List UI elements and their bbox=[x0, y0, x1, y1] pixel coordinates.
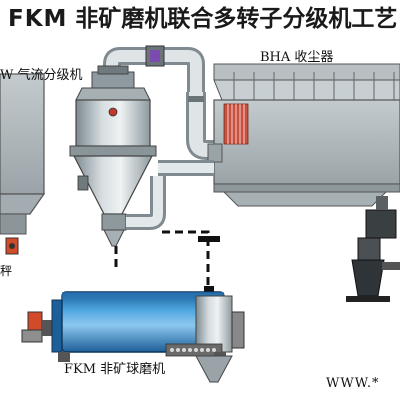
scale-label-fragment: 秤 bbox=[0, 264, 13, 278]
air-classifier bbox=[69, 65, 157, 247]
ball-mill-label: FKM 非矿球磨机 bbox=[64, 362, 166, 377]
packing-machine bbox=[346, 196, 400, 302]
title-brand: FKM bbox=[8, 6, 68, 32]
website-watermark: WWW.* bbox=[326, 376, 380, 391]
indicator-icon bbox=[108, 107, 118, 117]
diagram-title: FKM 非矿磨机联合多转子分级机工艺 bbox=[8, 3, 397, 35]
ball-mill bbox=[21, 291, 245, 383]
material-flow-lines bbox=[114, 230, 210, 292]
feed-silo bbox=[0, 73, 46, 255]
classifier-label: W 气流分级机 bbox=[0, 68, 83, 83]
title-text: 非矿磨机联合多转子分级机工艺 bbox=[75, 5, 398, 32]
bag-dust-collector bbox=[207, 63, 400, 207]
dust-collector-label: BHA 收尘器 bbox=[260, 50, 334, 65]
side-duct bbox=[126, 176, 166, 230]
filter-bags bbox=[223, 103, 249, 145]
air-duct bbox=[103, 45, 230, 160]
